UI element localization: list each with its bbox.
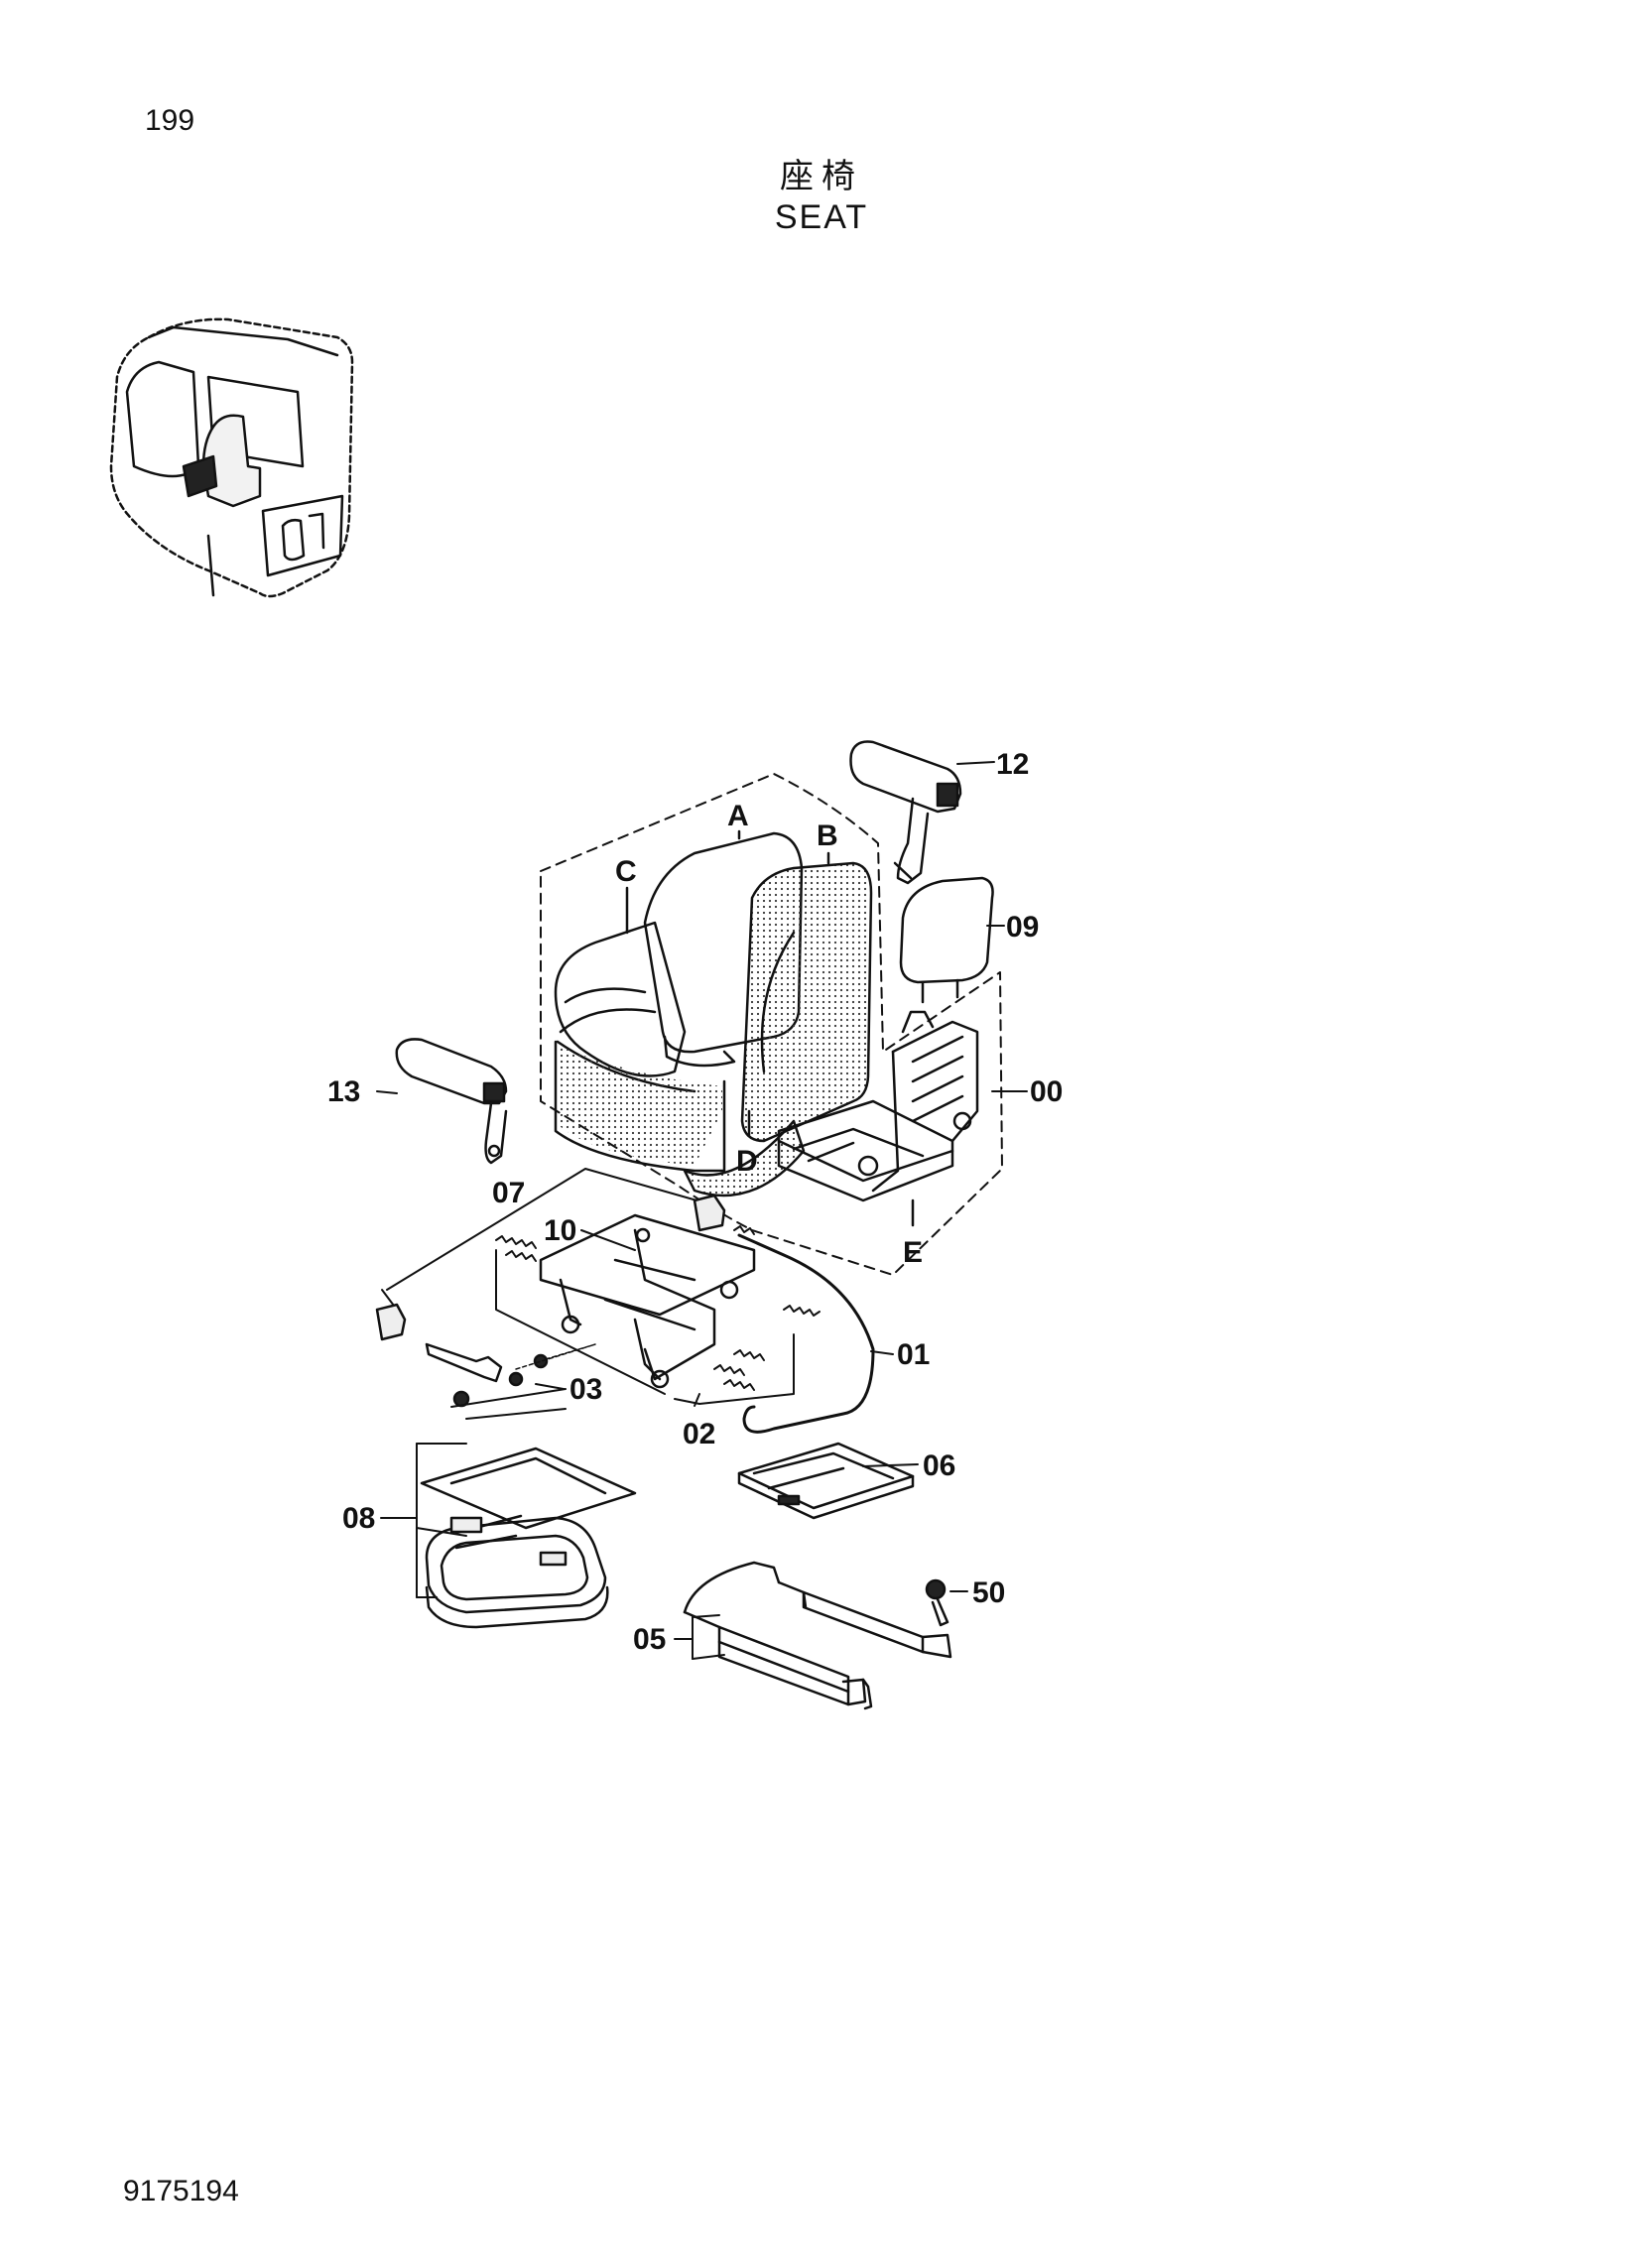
slide-rail-05	[683, 1561, 952, 1710]
lever-03	[425, 1342, 596, 1420]
cab-locator-icon	[109, 317, 354, 598]
callout-e: E	[903, 1198, 923, 1269]
document-number: 9175194	[123, 2175, 239, 2207]
suspension-frame	[539, 1213, 756, 1389]
callout-c-label: C	[615, 855, 637, 888]
callout-03-label: 03	[569, 1373, 602, 1406]
leader-lines	[376, 761, 1028, 1660]
callout-02-label: 02	[683, 1418, 715, 1450]
armrest-left	[395, 1038, 508, 1165]
seat-frame	[777, 1010, 979, 1202]
seat-cushion	[554, 921, 726, 1173]
callout-12-label: 12	[996, 748, 1029, 781]
base-frame-08	[420, 1447, 637, 1629]
cushion-base	[683, 1119, 806, 1197]
callout-13-label: 13	[327, 1075, 360, 1108]
callout-06-label: 06	[923, 1449, 955, 1482]
callout-b: B	[817, 819, 838, 865]
callout-c: C	[615, 855, 637, 935]
page-number: 199	[145, 104, 195, 137]
callout-07-label: 07	[492, 1177, 525, 1209]
callout-08-label: 08	[342, 1502, 375, 1535]
callout-d: D	[736, 1109, 758, 1178]
callout-a: A	[727, 800, 749, 840]
callout-50-label: 50	[972, 1576, 1005, 1609]
callout-01-label: 01	[897, 1338, 930, 1371]
springs	[495, 1235, 821, 1391]
headrest	[899, 876, 994, 1004]
callout-e-label: E	[903, 1236, 923, 1269]
title-chinese: 座椅	[780, 157, 863, 196]
callout-10-label: 10	[544, 1214, 576, 1247]
backrest-cover	[740, 861, 873, 1143]
callout-05-label: 05	[633, 1623, 666, 1656]
slide-rail-06	[737, 1442, 915, 1520]
callout-09-label: 09	[1006, 911, 1039, 944]
callout-b-label: B	[817, 819, 838, 852]
cable-01	[737, 1233, 875, 1434]
callout-a-label: A	[727, 800, 749, 832]
bolt-50	[925, 1578, 949, 1627]
armrest-right	[849, 740, 962, 885]
title-english: SEAT	[774, 198, 869, 236]
callout-00-label: 00	[1030, 1075, 1063, 1108]
callout-d-label: D	[736, 1145, 758, 1178]
